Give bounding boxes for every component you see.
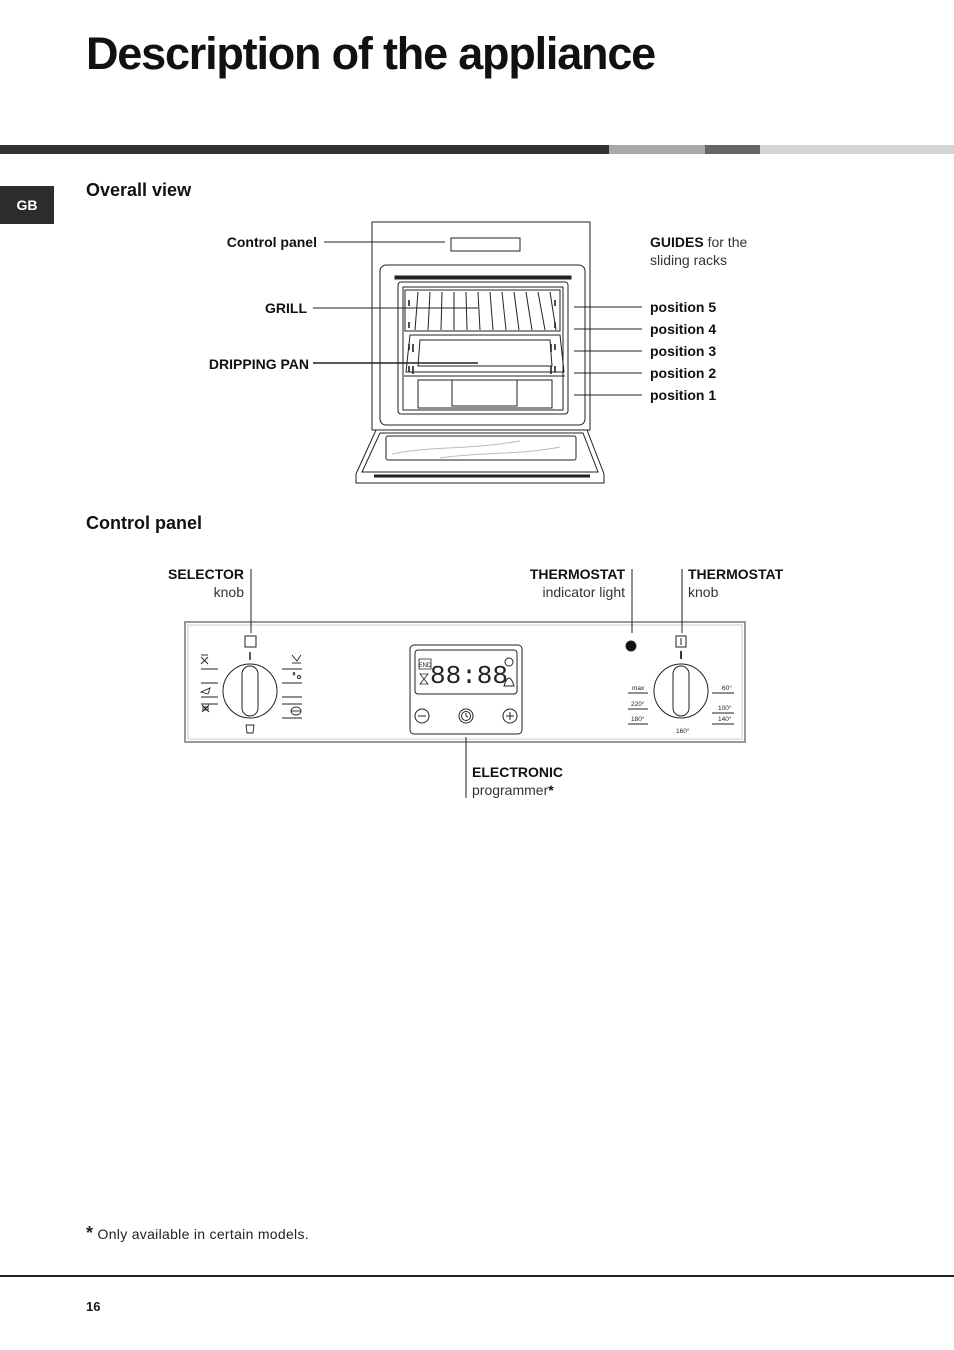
thermostat-indicator-light [625, 640, 637, 652]
control-panel-heading: Control panel [86, 513, 202, 533]
programmer-bell-icon [503, 677, 515, 687]
label-thermostat-knob-title: THERMOSTAT [688, 566, 784, 582]
appliance-diagram: END 88:88 max 220° 180° 160° 140° 100° 6… [184, 221, 746, 798]
thermostat-knob [653, 663, 709, 719]
label-programmer-title: ELECTRONIC [472, 764, 563, 780]
selector-indicator-square [244, 635, 257, 648]
label-programmer: ELECTRONIC programmer* [472, 763, 563, 799]
selector-knob-grip [241, 665, 259, 717]
bottom-rule [0, 1275, 954, 1277]
grill-rack [404, 289, 561, 332]
programmer-display [414, 649, 518, 695]
oven-cavity [397, 281, 569, 415]
programmer-end-icon [418, 658, 432, 670]
oven-cavity-frame [379, 264, 586, 426]
oven-door [355, 429, 605, 484]
label-thermostat-knob: THERMOSTAT knob [688, 565, 783, 601]
language-tab: GB [0, 186, 54, 224]
thermostat-scale-marks [628, 692, 734, 725]
label-guides-line2: sliding racks [650, 252, 728, 268]
thermostat-scale-180: 180° [631, 715, 645, 723]
thermostat-icon [675, 635, 687, 648]
label-position-1: position 1 [650, 387, 717, 403]
header-stripe-3 [705, 145, 760, 154]
thermostat-scale-60: 60° [722, 684, 732, 692]
control-panel-slot [450, 237, 521, 252]
header-stripe-2 [609, 145, 705, 154]
grill-bars [414, 291, 557, 331]
footnote-mark: * [86, 1223, 94, 1243]
label-programmer-sub: programmer [472, 782, 549, 798]
selector-function-marks [201, 668, 302, 719]
programmer-hourglass-icon [419, 673, 429, 685]
programmer-timer-icon [504, 657, 514, 667]
label-selector-sub: knob [213, 584, 244, 600]
label-position-3: position 3 [650, 343, 717, 359]
side-guides [408, 300, 556, 374]
label-thermostat-light-title: THERMOSTAT [529, 566, 625, 582]
thermostat-scale-220: 220° [631, 700, 645, 708]
label-position-4: position 4 [650, 321, 717, 337]
footnote-text: Only available in certain models. [97, 1226, 309, 1242]
dripping-pan [405, 334, 565, 373]
label-selector-title: SELECTOR [168, 566, 244, 582]
label-position-2: position 2 [650, 365, 717, 381]
programmer-minus-button [414, 708, 430, 724]
label-thermostat-light: THERMOSTAT indicator light [470, 565, 625, 601]
selector-knob [222, 663, 278, 719]
thermostat-scale-160: 160° [676, 727, 690, 735]
label-dripping-pan: DRIPPING PAN [208, 356, 309, 372]
programmer-plus-button [502, 708, 518, 724]
label-guides-rest: for the [703, 234, 748, 250]
programmer-display-frame [409, 644, 523, 735]
door-glass [385, 435, 577, 461]
programmer-digits: 88:88 [430, 661, 508, 691]
footnote: * Only available in certain models. [86, 1223, 309, 1244]
thermostat-scale-100: 100° [718, 704, 732, 712]
thermostat-scale-max: max [632, 685, 645, 692]
control-panel-frame [184, 621, 746, 743]
header-stripe-4 [760, 145, 954, 154]
label-grill: GRILL [265, 300, 307, 316]
label-thermostat-knob-sub: knob [688, 584, 719, 600]
label-position-5: position 5 [650, 299, 717, 315]
label-guides-bold: GUIDES [650, 234, 704, 250]
thermostat-knob-grip [672, 665, 690, 717]
label-guides: GUIDES for the sliding racks [650, 233, 747, 269]
selector-function-icons [199, 654, 302, 734]
label-selector-knob: SELECTOR knob [140, 565, 244, 601]
header-stripe-1 [0, 145, 609, 154]
programmer-end-text: END [419, 663, 432, 669]
thermostat-scale-140: 140° [718, 715, 732, 723]
label-control-panel: Control panel [226, 234, 317, 250]
label-thermostat-light-sub: indicator light [542, 584, 626, 600]
overall-view-heading: Overall view [86, 180, 192, 200]
page-title: Description of the appliance [86, 28, 656, 79]
programmer-clock-button [458, 708, 474, 724]
page-number: 16 [86, 1299, 101, 1314]
label-programmer-mark: * [548, 782, 554, 798]
